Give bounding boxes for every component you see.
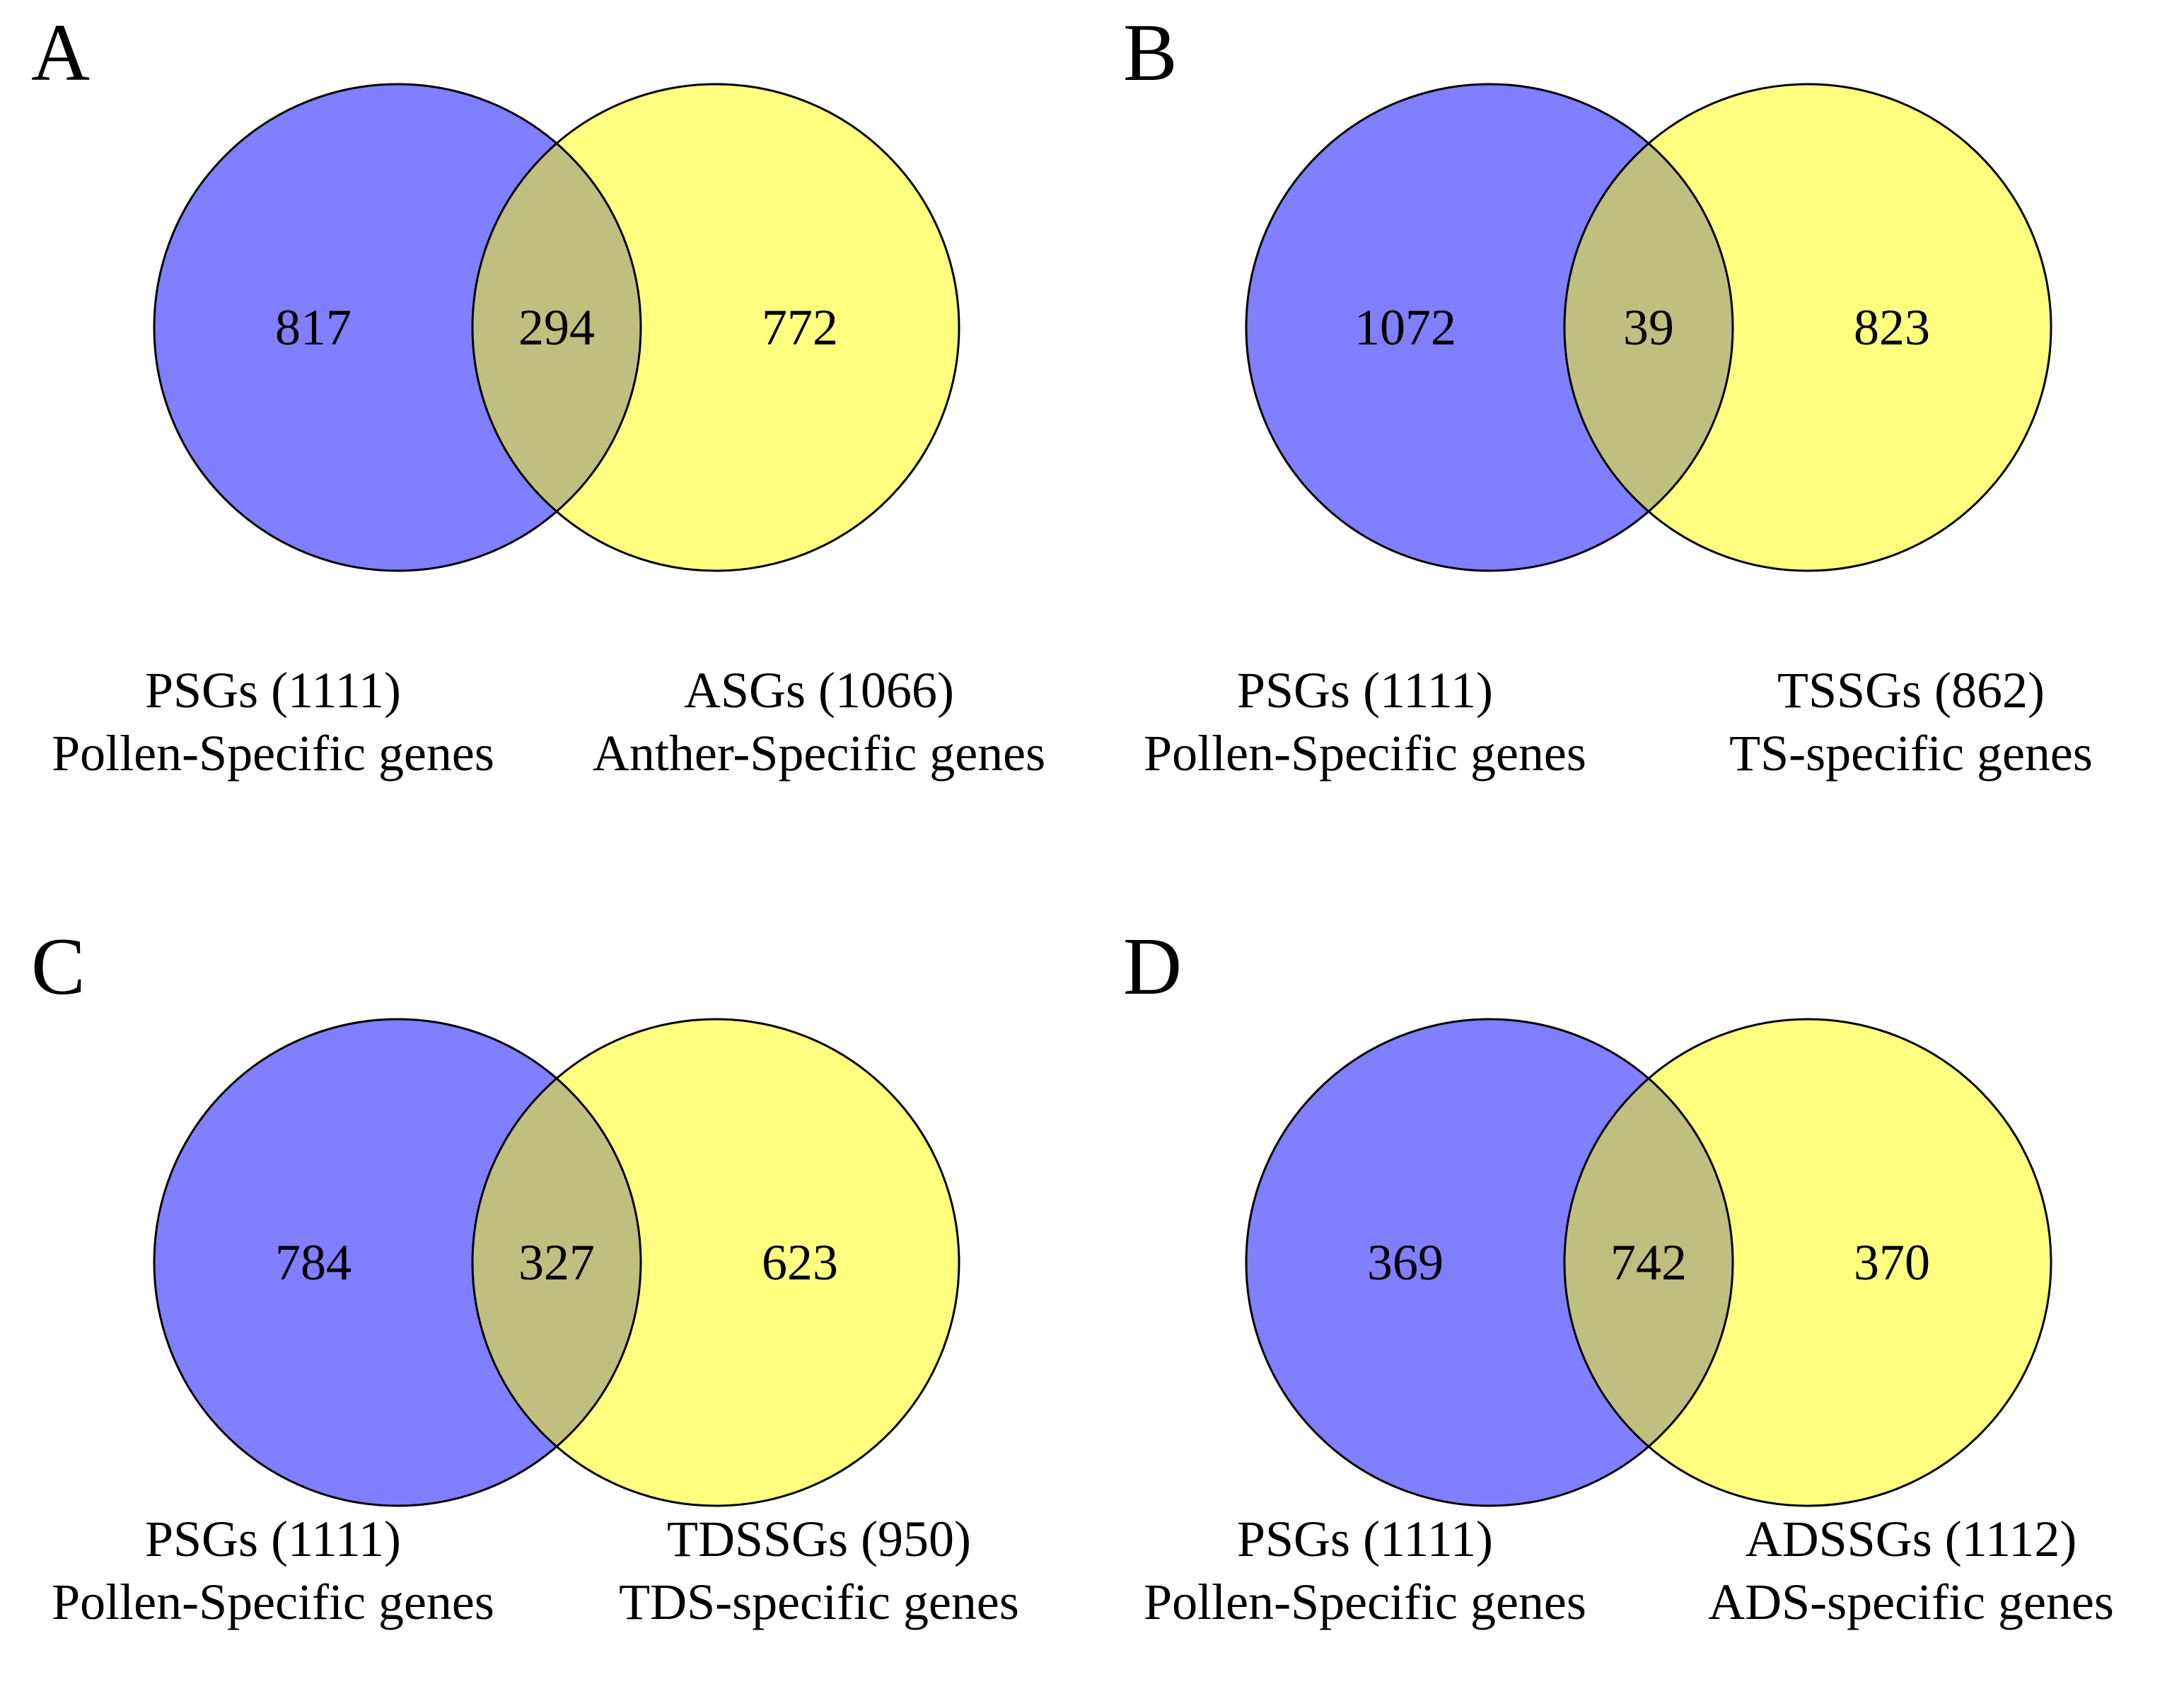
right-circle-outline [471, 83, 960, 572]
right-set-description: TDS-specific genes [619, 1574, 1019, 1631]
right-circle-fill [1564, 1019, 2051, 1506]
panel-letter-b: B [1123, 8, 1178, 98]
right-set-description: Anther-Specific genes [592, 725, 1046, 782]
right-set-name: ASGs (1066) [683, 662, 954, 719]
venn-panel-a: A 817 294 772 PSGs (1111) Pollen-Specifi… [0, 0, 1092, 849]
venn-diagram-a: 817 294 772 [153, 83, 960, 572]
venn-panel-c: C 784 327 623 PSGs (1111) Pollen-Specifi… [0, 849, 1092, 1697]
right-set-label: TSSGs (862) TS-specific genes [1638, 659, 2184, 786]
left-only-count: 369 [1367, 1234, 1444, 1291]
right-set-label: TDSSGs (950) TDS-specific genes [546, 1508, 1092, 1635]
left-only-count: 784 [275, 1234, 352, 1291]
right-set-description: ADS-specific genes [1708, 1574, 2114, 1631]
right-only-count: 623 [762, 1234, 838, 1291]
right-only-count: 370 [1854, 1234, 1930, 1291]
set-labels: PSGs (1111) Pollen-Specific genes TDSSGs… [0, 1508, 1092, 1635]
venn-panel-b: B 1072 39 823 PSGs (1111) Pollen-Specifi… [1092, 0, 2184, 849]
left-set-name: PSGs (1111) [144, 1511, 402, 1567]
right-circle-fill [1564, 84, 2051, 571]
left-set-label: PSGs (1111) Pollen-Specific genes [1092, 659, 1638, 786]
right-set-name: TDSSGs (950) [666, 1511, 972, 1567]
left-set-label: PSGs (1111) Pollen-Specific genes [0, 659, 546, 786]
overlap-count: 39 [1623, 299, 1674, 356]
left-set-name: PSGs (1111) [144, 662, 402, 719]
right-set-label: ASGs (1066) Anther-Specific genes [546, 659, 1092, 786]
set-labels: PSGs (1111) Pollen-Specific genes TSSGs … [1092, 659, 2184, 786]
right-set-name: TSSGs (862) [1777, 662, 2045, 719]
set-labels: PSGs (1111) Pollen-Specific genes ASGs (… [0, 659, 1092, 786]
panel-letter-a: A [31, 8, 91, 98]
right-set-name: ADSSGs (1112) [1745, 1511, 2077, 1567]
left-set-description: Pollen-Specific genes [52, 1574, 494, 1631]
panel-letter-c: C [31, 922, 86, 1011]
overlap-count: 327 [518, 1234, 595, 1291]
right-set-label: ADSSGs (1112) ADS-specific genes [1638, 1508, 2184, 1635]
left-set-label: PSGs (1111) Pollen-Specific genes [0, 1508, 546, 1635]
venn-diagram-d: 369 742 370 [1245, 1018, 2052, 1507]
overlap-count: 294 [518, 299, 595, 356]
left-only-count: 817 [275, 299, 352, 356]
left-circle-outline [1245, 83, 1734, 572]
left-circle-outline [153, 83, 642, 572]
left-only-count: 1072 [1354, 299, 1456, 356]
right-circle-outline [471, 1018, 960, 1507]
right-circle-outline [1563, 83, 2052, 572]
right-circle-fill [472, 1019, 959, 1506]
right-only-count: 772 [762, 299, 838, 356]
right-only-count: 823 [1854, 299, 1930, 356]
left-set-name: PSGs (1111) [1236, 662, 1494, 719]
left-circle-outline [1245, 1018, 1734, 1507]
right-set-description: TS-specific genes [1729, 725, 2093, 782]
venn-panel-d: D 369 742 370 PSGs (1111) Pollen-Specifi… [1092, 849, 2184, 1697]
left-set-description: Pollen-Specific genes [52, 725, 494, 782]
venn-diagram-b: 1072 39 823 [1245, 83, 2052, 572]
left-set-name: PSGs (1111) [1236, 1511, 1494, 1567]
right-circle-fill [472, 84, 959, 571]
overlap-count: 742 [1610, 1234, 1687, 1291]
left-set-description: Pollen-Specific genes [1144, 725, 1586, 782]
venn-diagram-c: 784 327 623 [153, 1018, 960, 1507]
panel-letter-d: D [1123, 922, 1183, 1011]
right-circle-outline [1563, 1018, 2052, 1507]
left-set-label: PSGs (1111) Pollen-Specific genes [1092, 1508, 1638, 1635]
set-labels: PSGs (1111) Pollen-Specific genes ADSSGs… [1092, 1508, 2184, 1635]
left-set-description: Pollen-Specific genes [1144, 1574, 1586, 1631]
left-circle-outline [153, 1018, 642, 1507]
